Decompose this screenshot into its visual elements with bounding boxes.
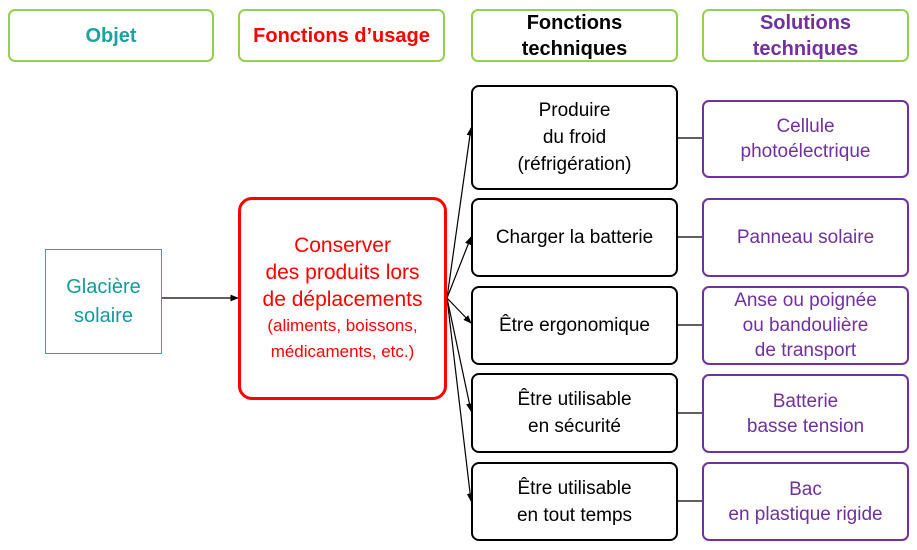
fonction-usage-detail: (aliments, boissons, bbox=[267, 316, 418, 335]
fonction-technique-line: Produire bbox=[538, 100, 611, 121]
header-fonctions-usage-label: Fonctions d’usage bbox=[253, 24, 430, 47]
fonction-usage-detail: médicaments, etc.) bbox=[270, 342, 415, 361]
solution-technique-line: ou bandoulière bbox=[742, 315, 869, 336]
arrow-usage-to-tf5 bbox=[446, 297, 474, 502]
solution-technique-line: Anse ou poignée bbox=[734, 290, 877, 311]
fonction-technique-line: en tout temps bbox=[516, 504, 633, 526]
fonction-technique-line: Charger la batterie bbox=[495, 227, 654, 248]
fonction-technique-1: Produire du froid (réfrigération) bbox=[471, 85, 678, 190]
solution-technique-line: photoélectrique bbox=[740, 141, 871, 162]
fonction-technique-line: (réfrigération) bbox=[517, 154, 632, 175]
header-fonctions-techniques-line: techniques bbox=[521, 37, 628, 60]
solution-technique-1: Cellule photoélectrique bbox=[702, 100, 909, 178]
arrow-usage-to-tf4 bbox=[446, 297, 473, 412]
solution-technique-4: Batterie basse tension bbox=[702, 374, 909, 453]
solution-technique-line: Batterie bbox=[772, 390, 839, 412]
fonction-technique-2: Charger la batterie bbox=[471, 198, 678, 277]
fonction-technique-4: Être utilisable en sécurité bbox=[471, 373, 678, 453]
fonction-usage-box: Conserver des produits lors de déplaceme… bbox=[238, 197, 447, 400]
fonction-usage-line: des produits lors bbox=[265, 261, 420, 284]
arrow-usage-to-tf3 bbox=[446, 297, 472, 324]
solution-technique-2: Panneau solaire bbox=[702, 198, 909, 277]
fonction-technique-line: du froid bbox=[542, 127, 607, 148]
solution-technique-line: en plastique rigide bbox=[728, 503, 883, 525]
arrow-usage-to-tf1 bbox=[446, 127, 474, 299]
fonction-technique-line: en sécurité bbox=[528, 416, 621, 437]
fonction-technique-5: Être utilisable en tout temps bbox=[471, 462, 678, 541]
header-solutions-techniques-line: techniques bbox=[752, 37, 859, 60]
objet-line: solaire bbox=[74, 304, 133, 327]
solution-technique-line: Panneau solaire bbox=[736, 227, 875, 248]
header-fonctions-techniques-line: Fonctions bbox=[526, 11, 623, 34]
fonction-technique-line: Être utilisable bbox=[517, 477, 632, 499]
fonction-technique-line: Être ergonomique bbox=[498, 315, 651, 336]
header-objet-label: Objet bbox=[85, 24, 137, 47]
fonction-usage-line: Conserver bbox=[294, 234, 391, 257]
solution-technique-line: Bac bbox=[789, 478, 822, 500]
solution-technique-line: Cellule bbox=[776, 116, 835, 137]
arrow-usage-to-tf2 bbox=[446, 236, 472, 299]
header-fonctions-usage: Fonctions d’usage bbox=[238, 9, 445, 62]
fonction-technique-line: Être utilisable bbox=[517, 389, 632, 410]
solution-technique-line: de transport bbox=[754, 340, 857, 361]
solution-technique-line: basse tension bbox=[746, 415, 865, 437]
header-solutions-techniques-line: Solutions bbox=[759, 11, 852, 34]
header-fonctions-techniques: Fonctions techniques bbox=[471, 9, 678, 62]
fonction-usage-line: de déplacements bbox=[262, 288, 423, 311]
header-objet: Objet bbox=[8, 9, 214, 62]
objet-box: Glacière solaire bbox=[45, 249, 162, 354]
fonction-technique-3: Être ergonomique bbox=[471, 286, 678, 365]
header-solutions-techniques: Solutions techniques bbox=[702, 9, 909, 62]
solution-technique-3: Anse ou poignée ou bandoulière de transp… bbox=[702, 286, 909, 365]
objet-line: Glacière bbox=[66, 275, 141, 298]
solution-technique-5: Bac en plastique rigide bbox=[702, 462, 909, 541]
